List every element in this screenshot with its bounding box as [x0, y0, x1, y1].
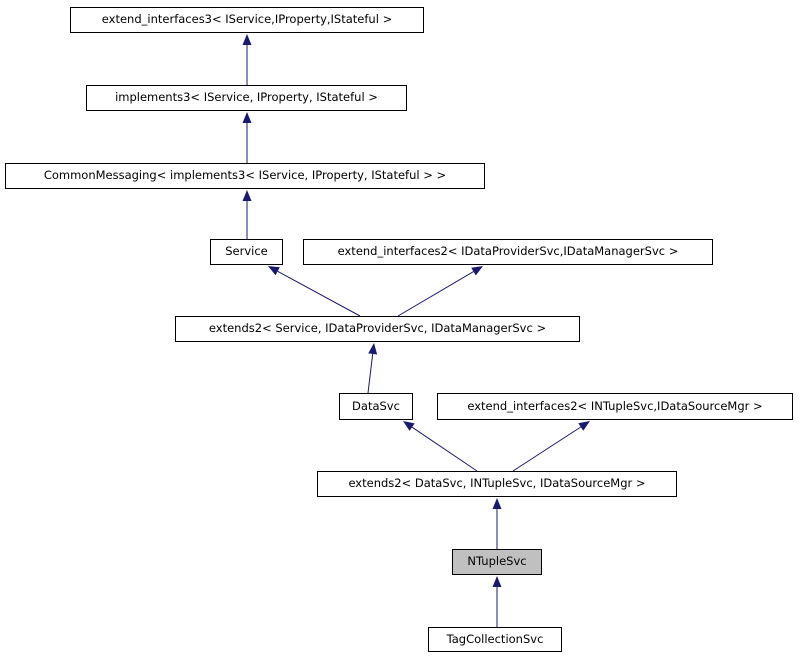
inheritance-edge-extends2-datasvc-to-datasvc — [403, 421, 478, 472]
inheritance-edge-datasvc-to-extends2-service — [367, 343, 378, 394]
class-node-label: extend_interfaces2< IDataProviderSvc,IDa… — [337, 244, 679, 259]
arrowhead-icon — [578, 421, 590, 431]
class-node-datasvc[interactable]: DataSvc — [339, 393, 413, 420]
arrowhead-icon — [368, 343, 378, 355]
class-node-common-messaging[interactable]: CommonMessaging< implements3< IService, … — [5, 163, 485, 189]
class-node-label: extend_interfaces2< INTupleSvc,IDataSour… — [467, 398, 763, 413]
class-node-label: implements3< IService, IProperty, IState… — [115, 90, 378, 105]
inheritance-edge-extends2-service-to-service — [268, 266, 361, 317]
arrowhead-icon — [471, 266, 483, 276]
class-node-extend-interfaces2-dataprovider[interactable]: extend_interfaces2< IDataProviderSvc,IDa… — [303, 239, 713, 265]
class-node-ntuplesvc: NTupleSvc — [452, 549, 542, 575]
inheritance-edge-implements3-to-extend-interfaces3 — [242, 34, 252, 85]
inheritance-edge-service-to-common-messaging — [242, 190, 252, 239]
class-node-label: Service — [225, 244, 268, 259]
class-node-extend-interfaces3[interactable]: extend_interfaces3< IService,IProperty,I… — [70, 7, 424, 33]
arrowhead-icon — [242, 112, 252, 123]
class-node-label: CommonMessaging< implements3< IService, … — [43, 168, 447, 183]
arrowhead-icon — [242, 190, 252, 201]
class-node-label: DataSvc — [352, 398, 400, 413]
arrowhead-icon — [492, 576, 502, 587]
class-node-label: TagCollectionSvc — [446, 631, 544, 646]
arrowhead-icon — [268, 266, 280, 276]
class-node-implements3[interactable]: implements3< IService, IProperty, IState… — [86, 85, 407, 111]
inheritance-edge-ntuplesvc-to-extends2-datasvc — [492, 498, 502, 549]
class-node-label: extends2< DataSvc, INTupleSvc, IDataSour… — [348, 476, 646, 491]
arrowhead-icon — [242, 34, 252, 45]
inheritance-edge-extends2-datasvc-to-extend-interfaces2-ntuple — [512, 421, 590, 472]
inheritance-edge-common-messaging-to-implements3 — [242, 112, 252, 163]
class-node-tagcollectionsvc[interactable]: TagCollectionSvc — [428, 627, 562, 652]
class-node-label: NTupleSvc — [467, 554, 527, 569]
class-node-label: extends2< Service, IDataProviderSvc, IDa… — [208, 321, 547, 336]
class-node-extend-interfaces2-ntuple[interactable]: extend_interfaces2< INTupleSvc,IDataSour… — [437, 393, 793, 420]
arrowhead-icon — [403, 421, 415, 431]
inheritance-edge-extends2-service-to-extend-interfaces2-dataprovider — [397, 266, 483, 317]
class-node-extends2-datasvc[interactable]: extends2< DataSvc, INTupleSvc, IDataSour… — [317, 471, 677, 497]
class-node-label: extend_interfaces3< IService,IProperty,I… — [101, 12, 393, 27]
class-node-service[interactable]: Service — [210, 239, 283, 265]
class-node-extends2-service[interactable]: extends2< Service, IDataProviderSvc, IDa… — [175, 316, 580, 342]
inheritance-edge-tagcollectionsvc-to-ntuplesvc — [492, 576, 502, 627]
arrowhead-icon — [492, 498, 502, 509]
